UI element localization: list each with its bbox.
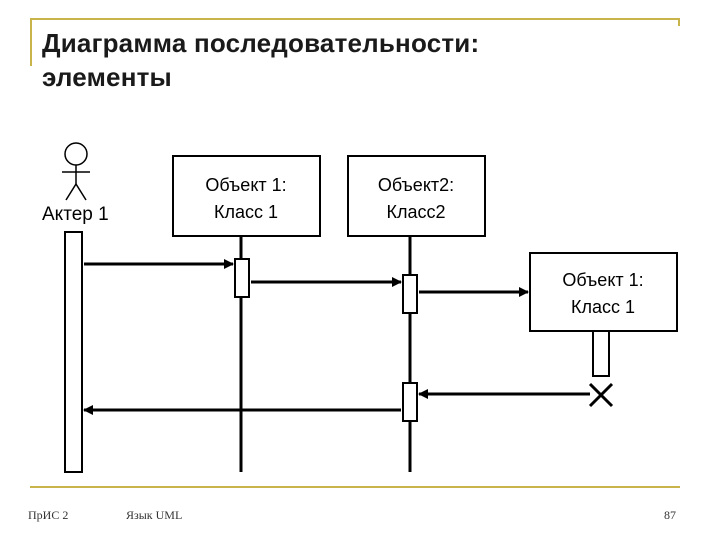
actor-activation-bar	[64, 231, 83, 473]
actor-icon	[62, 142, 90, 201]
object-1-line-1: Объект 1:	[205, 175, 286, 195]
slide-frame-top	[30, 18, 680, 20]
footer-course: ПрИС 2	[28, 508, 69, 522]
activation-3	[592, 330, 610, 377]
object-2-line-2: Класс2	[386, 202, 445, 222]
title-line-1: Диаграмма последовательности:	[42, 28, 480, 58]
footer-topic: Язык UML	[126, 508, 183, 522]
slide-frame-bottom	[30, 486, 680, 488]
title-line-2: элементы	[42, 62, 172, 92]
object-3-line-1: Объект 1:	[562, 270, 643, 290]
page-number: 87	[664, 508, 676, 522]
slide-frame-left	[30, 18, 32, 66]
activation-2a	[402, 274, 418, 314]
slide-title: Диаграмма последовательности: элементы	[42, 26, 672, 94]
object-3-line-2: Класс 1	[571, 297, 635, 317]
slide-frame-right	[678, 18, 680, 26]
destroy-x-icon	[588, 382, 614, 408]
activation-2b	[402, 382, 418, 422]
object-2-line-1: Объект2:	[378, 175, 454, 195]
object-box-3	[529, 252, 678, 332]
activation-1	[234, 258, 250, 298]
object-box-2	[347, 155, 486, 237]
object-box-1	[172, 155, 321, 237]
object-1-line-2: Класс 1	[214, 202, 278, 222]
actor-label: Актер 1	[42, 204, 109, 225]
